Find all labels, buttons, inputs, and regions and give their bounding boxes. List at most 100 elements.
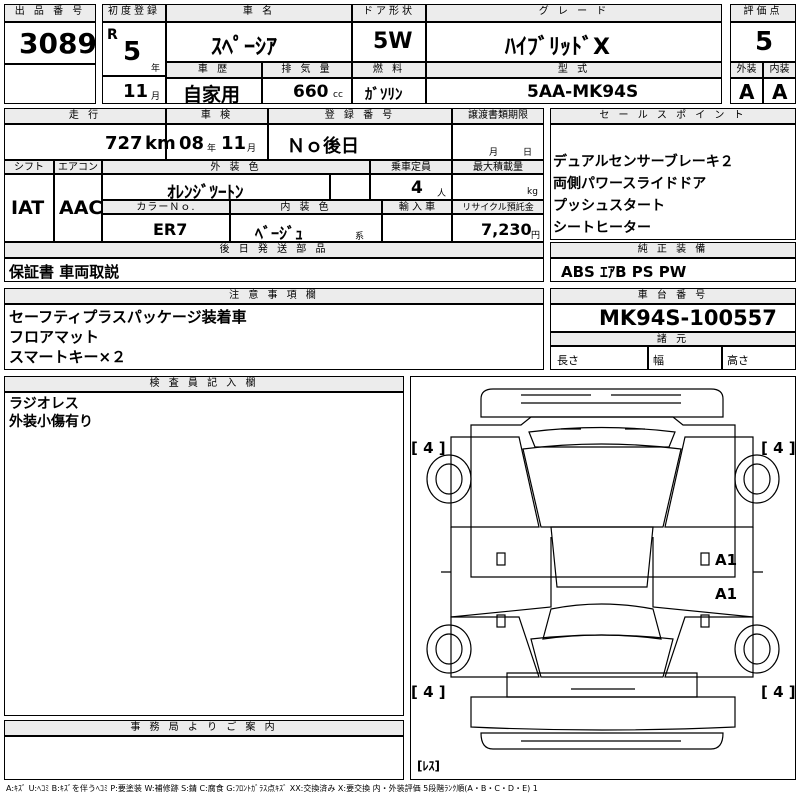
import-cell bbox=[382, 214, 452, 242]
note-item: スマートキー×２ bbox=[9, 348, 127, 366]
model-code-value: 5AA-MK94S bbox=[527, 82, 639, 102]
capacity-unit: 人 bbox=[437, 189, 447, 199]
first-reg-month-cell: 11 月 bbox=[102, 76, 166, 104]
interior-score-cell: A bbox=[763, 78, 796, 104]
spec-length-label: 長さ bbox=[557, 354, 579, 367]
sales-points-header: セ ー ル ス ポ イ ン ト bbox=[550, 108, 796, 124]
displacement-value: 660 bbox=[293, 82, 329, 102]
sales-points-cell: デュアルセンサーブレーキ２ 両側パワースライドドア プッシュスタート シートヒー… bbox=[550, 124, 796, 240]
displacement-cell: 660 cc bbox=[262, 78, 352, 104]
inspection-cell: 08 年 11 月 bbox=[166, 124, 268, 160]
later-items-value: 保証書 車両取説 bbox=[9, 263, 120, 281]
inspection-month: 11 bbox=[221, 133, 247, 154]
genuine-header: 純 正 装 備 bbox=[550, 242, 796, 258]
month-value: 11 bbox=[123, 81, 149, 102]
cc-unit: cc bbox=[333, 90, 343, 100]
aircon-header: エアコン bbox=[54, 160, 102, 174]
note-item: セーフティプラスパッケージ装着車 bbox=[9, 308, 247, 326]
spec-height-label: 高さ bbox=[727, 354, 749, 367]
chassis-value: MK94S-100557 bbox=[599, 306, 777, 330]
shift-cell: IAT bbox=[4, 174, 54, 242]
inspection-year-unit: 年 bbox=[207, 144, 217, 154]
chassis-cell: MK94S-100557 bbox=[550, 304, 796, 332]
tire-front-left-mark: [ 4 ] bbox=[411, 439, 446, 457]
aircon-cell: AAC bbox=[54, 174, 102, 242]
int-color-value: ﾍﾞｰｼﾞｭ bbox=[255, 224, 304, 243]
spec-width-label: 幅 bbox=[653, 354, 664, 367]
recycle-value: 7,230 bbox=[481, 220, 532, 239]
radio-less-mark: [ﾚｽ] bbox=[417, 759, 440, 773]
notes-list: セーフティプラスパッケージ装着車 フロアマット スマートキー×２ bbox=[9, 307, 247, 367]
legend-text: A:ｷｽﾞ U:ﾍｺﾐ B:ｷｽﾞを伴うﾍｺﾐ P:要塗装 W:補修跡 S:錆 … bbox=[6, 784, 538, 793]
reg-no-cell: Ｎｏ後日 bbox=[268, 124, 452, 160]
ext-color-header: 外 装 色 bbox=[102, 160, 370, 174]
year-value: 5 bbox=[123, 37, 142, 67]
import-header: 輸 入 車 bbox=[382, 200, 452, 214]
inspector-note-item: ラジオレス bbox=[9, 396, 79, 412]
first-reg-header: 初度登録 bbox=[102, 4, 166, 22]
score-header: 評価点 bbox=[730, 4, 796, 22]
transfer-day-unit: 日 bbox=[523, 148, 533, 158]
month-unit: 月 bbox=[151, 92, 161, 102]
office-cell bbox=[4, 736, 404, 780]
grade-cell: ﾊｲﾌﾞﾘｯﾄﾞX bbox=[426, 22, 722, 62]
chassis-header: 車 台 番 号 bbox=[550, 288, 796, 304]
max-load-cell: kg bbox=[452, 174, 544, 200]
mileage-header: 走 行 bbox=[4, 108, 166, 124]
note-item: フロアマット bbox=[9, 328, 100, 346]
load-unit: kg bbox=[527, 187, 538, 197]
era-value: R bbox=[107, 27, 118, 43]
fuel-value: ｶﾞｿﾘﾝ bbox=[365, 85, 403, 103]
sales-point-item: シートヒーター bbox=[553, 220, 651, 236]
ext-color-blank bbox=[330, 174, 370, 200]
capacity-value: 4 bbox=[411, 178, 423, 198]
recycle-cell: 7,230 円 bbox=[452, 214, 544, 242]
genuine-cell: ABS ｴｱB PS PW bbox=[550, 258, 796, 282]
sales-points-list: デュアルセンサーブレーキ２ 両側パワースライドドア プッシュスタート シートヒー… bbox=[553, 151, 734, 239]
office-header: 事 務 局 よ り ご 案 内 bbox=[4, 720, 404, 736]
later-items-header: 後 日 発 送 部 品 bbox=[4, 242, 544, 258]
exterior-header: 外装 bbox=[730, 62, 763, 78]
tire-rear-left-mark: [ 4 ] bbox=[411, 683, 446, 701]
exterior-score-value: A bbox=[739, 80, 755, 104]
color-no-header: カラーＮｏ. bbox=[102, 200, 230, 214]
fuel-header: 燃 料 bbox=[352, 62, 426, 78]
recycle-header: リサイクル預託金 bbox=[452, 200, 544, 214]
sales-point-item: 両側パワースライドドア bbox=[553, 176, 707, 192]
door-type-cell: 5W bbox=[352, 22, 426, 62]
car-name-value: ｽﾍﾟｰｼｱ bbox=[211, 35, 278, 60]
int-color-suffix: 系 bbox=[355, 232, 365, 242]
km-unit: km bbox=[145, 133, 176, 154]
capacity-cell: 4 人 bbox=[370, 174, 452, 200]
inspection-month-unit: 月 bbox=[247, 144, 257, 154]
inspector-header: 検 査 員 記 入 欄 bbox=[4, 376, 404, 392]
tire-rear-right-mark: [ 4 ] bbox=[761, 683, 796, 701]
score-value: 5 bbox=[755, 27, 774, 57]
notes-cell: セーフティプラスパッケージ装着車 フロアマット スマートキー×２ bbox=[4, 304, 544, 370]
lot-no-blank bbox=[4, 64, 96, 104]
shift-value: IAT bbox=[11, 197, 45, 219]
mileage-value: 727 bbox=[105, 133, 143, 154]
grade-header: グ レ ー ド bbox=[426, 4, 722, 22]
car-diagram-panel: [ 4 ] [ 4 ] [ 4 ] [ 4 ] A1 A1 [ﾚｽ] bbox=[410, 376, 796, 780]
lot-no-value: 3089 bbox=[19, 27, 97, 60]
later-items-cell: 保証書 車両取説 bbox=[4, 258, 544, 282]
spec-length-cell: 長さ bbox=[550, 346, 648, 370]
history-value: 自家用 bbox=[183, 84, 241, 106]
ext-color-cell: ｵﾚﾝｼﾞﾂｰﾄﾝ bbox=[102, 174, 330, 203]
max-load-header: 最大積載量 bbox=[452, 160, 544, 174]
transfer-doc-cell: 月 日 bbox=[452, 124, 544, 160]
door-type-value: 5W bbox=[373, 29, 413, 54]
inspector-notes-list: ラジオレス 外装小傷有り bbox=[9, 395, 93, 431]
model-code-header: 型 式 bbox=[426, 62, 722, 78]
inspection-header: 車 検 bbox=[166, 108, 268, 124]
ext-color-value: ｵﾚﾝｼﾞﾂｰﾄﾝ bbox=[167, 183, 244, 203]
car-diagram bbox=[426, 388, 780, 750]
lot-no-header: 出 品 番 号 bbox=[4, 4, 96, 22]
car-name-header: 車 名 bbox=[166, 4, 352, 22]
fuel-cell: ｶﾞｿﾘﾝ bbox=[352, 78, 426, 104]
history-header: 車 歴 bbox=[166, 62, 262, 78]
aircon-value: AAC bbox=[59, 197, 103, 219]
transfer-month-unit: 月 bbox=[489, 148, 499, 158]
door-type-header: ドア形状 bbox=[352, 4, 426, 22]
